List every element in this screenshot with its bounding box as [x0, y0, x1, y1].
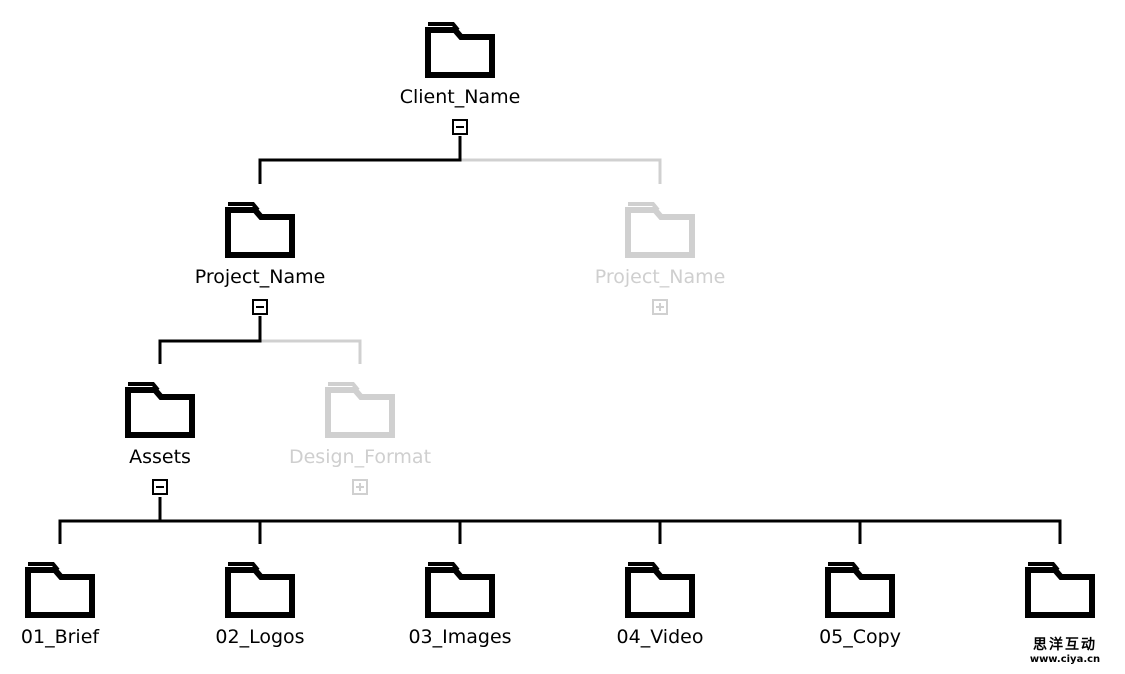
node-label: Project_Name — [194, 266, 326, 288]
folder-icon — [625, 562, 695, 618]
watermark-chinese: 思洋互动 — [1033, 637, 1097, 653]
folder-icon — [225, 202, 295, 258]
node-label: Client_Name — [399, 86, 521, 108]
expand-toggle-icon[interactable] — [652, 299, 668, 315]
connector-project-to-assets — [158, 316, 262, 364]
folder-icon — [425, 22, 495, 78]
folder-icon — [325, 382, 395, 438]
node-label: 04_Video — [616, 626, 704, 648]
node-label: 03_Images — [408, 626, 512, 648]
node-label: 05_Copy — [819, 626, 901, 648]
folder-icon — [625, 202, 695, 258]
folder-icon — [25, 562, 95, 618]
folder-icon — [825, 562, 895, 618]
connector-project-to-design-format — [258, 316, 362, 364]
node-label: Assets — [129, 446, 191, 468]
expand-toggle-icon[interactable] — [352, 479, 368, 495]
watermark: 思洋互动 www.ciya.cn — [1010, 637, 1120, 666]
node-label: Project_Name — [594, 266, 726, 288]
collapse-toggle-icon[interactable] — [252, 299, 268, 315]
watermark-url: www.ciya.cn — [1029, 654, 1101, 665]
folder-icon — [1025, 562, 1095, 618]
connector-client-to-project — [258, 136, 462, 184]
folder-icon — [225, 562, 295, 618]
folder-icon — [125, 382, 195, 438]
collapse-toggle-icon[interactable] — [452, 119, 468, 135]
node-label: 02_Logos — [215, 626, 305, 648]
node-label: Design_Format — [288, 446, 432, 468]
node-label: 01_Brief — [20, 626, 100, 648]
folder-icon — [425, 562, 495, 618]
connector-client-to-project-inactive — [458, 136, 662, 184]
collapse-toggle-icon[interactable] — [152, 479, 168, 495]
